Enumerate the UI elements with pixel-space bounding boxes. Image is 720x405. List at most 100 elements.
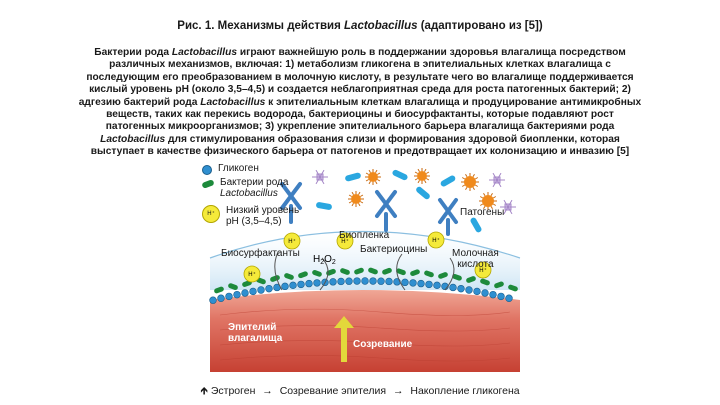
glycogen-dot [209,296,217,304]
estrogen-text: Эстроген [210,385,256,397]
svg-text:H⁺: H⁺ [248,271,256,278]
antibody-1 [280,182,302,224]
glycogen-icon [202,165,212,175]
lactobacillus-cell [340,268,350,275]
lactobacillus-cell [466,276,476,283]
glycogen-dot [505,294,513,302]
glycogen-dot [377,277,385,285]
hplus-marker: H⁺ [283,232,301,250]
lactobacillus-cell [228,283,238,290]
hplus-marker: H⁺ [427,231,445,249]
glycogen-accumulation-text: Накопление гликогена [410,385,520,397]
glycogen-dot [329,278,337,286]
hplus-group: H⁺ H⁺ H⁺ H⁺ H⁺ [243,231,492,283]
glycogen-dot [401,278,409,287]
lactobacillus-cell [382,267,392,275]
lactobacillus-cell [368,267,378,275]
svg-text:H⁺: H⁺ [341,238,349,245]
h2o2-label: H2O2 [313,254,336,266]
glycogen-dot [257,286,265,294]
glycogen-dot [281,282,289,291]
glycogen-dot [337,277,345,286]
glycogen-row [209,277,513,304]
lactobacillus-cell [410,269,420,277]
glycogen-dot [225,292,233,301]
pathogen-rod [316,202,332,210]
hplus-marker: H⁺ [474,261,492,279]
lactobacillus-cell [480,278,490,286]
pathogens-cluster [312,168,516,233]
svg-text:H⁺: H⁺ [479,267,487,274]
glycogen-dot [353,277,361,285]
desc-part-6: для стимулирования образования слизи и ф… [90,133,630,158]
maturation-label: Созревание [353,339,413,350]
release-arrows [274,251,455,291]
lactobacillus-cell [298,271,308,279]
hplus-icon: H⁺ [202,205,220,223]
glycogen-dot [249,287,257,296]
epithelium-maturation-text: Созревание эпителия [279,385,387,397]
svg-text:H⁺: H⁺ [288,238,296,245]
glycogen-dot [385,277,393,286]
glycogen-dot [305,279,313,288]
antibody-2 [375,190,397,232]
pathogen-rod [392,169,408,181]
glycogen-dot [417,279,425,288]
antibody-3 [438,198,458,236]
lactobacillus-cell [396,268,406,276]
pathogen-orange [461,173,479,191]
lactobacillus-cell [312,269,322,277]
bottom-caption: 🡹 Эстроген → Созревание эпителия → Накоп… [0,383,720,401]
lactobacillus-cell [452,273,462,281]
glycogen-dot [425,280,433,289]
glycogen-dot [449,283,457,292]
glycogen-dot [233,290,241,299]
glycogen-dot [369,277,377,285]
lactobacillus-row [214,267,518,294]
hplus-marker: H⁺ [243,265,261,283]
figure-description: Бактерии рода Lactobacillus играют важне… [75,47,645,159]
pathogen-orange [348,191,364,207]
pathogen-rod [440,175,456,187]
biofilm-line [209,230,521,259]
hplus-marker: H⁺ [336,232,354,250]
up-arrow-icon: 🡹 [200,385,208,397]
svg-text:H⁺: H⁺ [432,237,440,244]
glycogen-dot [473,287,481,296]
pathogen-virus [500,199,516,215]
arrow-2: → [392,385,404,397]
glycogen-dot [361,277,369,285]
pathogen-virus [312,169,328,185]
desc-part-1: Lactobacillus [171,47,237,58]
pathogens-label: Патогены [460,207,505,218]
glycogen-dot [217,294,225,302]
glycogen-dot [489,290,497,299]
figure-title: Рис. 1. Механизмы действия Lactobacillus… [177,20,543,32]
pathogen-rod [470,217,482,233]
glycogen-dot [265,284,273,293]
desc-part-5: Lactobacillus [100,133,166,145]
lactobacillus-cell [214,286,224,294]
lactobacillus-cell [438,272,448,279]
epithelium-tissue [210,290,520,372]
glycogen-dot [409,279,417,287]
biosurfactants-label: Биосурфактанты [221,248,300,259]
glycogen-dot [497,292,505,301]
desc-part-0: Бактерии рода [94,47,172,58]
pathogen-orange [365,169,381,185]
pathogen-virus [489,172,505,188]
pathogen-rod [345,172,361,182]
arrow-1: → [262,385,273,397]
lactobacillus-cell [354,267,364,275]
bacteriocins-label: Бактериоцины [360,244,428,255]
glycogen-dot [297,280,305,289]
glycogen-dot [241,289,249,297]
glycogen-dot [457,284,465,293]
pathogen-orange [479,192,497,210]
desc-part-3: Lactobacillus [200,96,266,108]
pathogen-rod [416,186,430,200]
glycogen-dot [345,277,353,285]
